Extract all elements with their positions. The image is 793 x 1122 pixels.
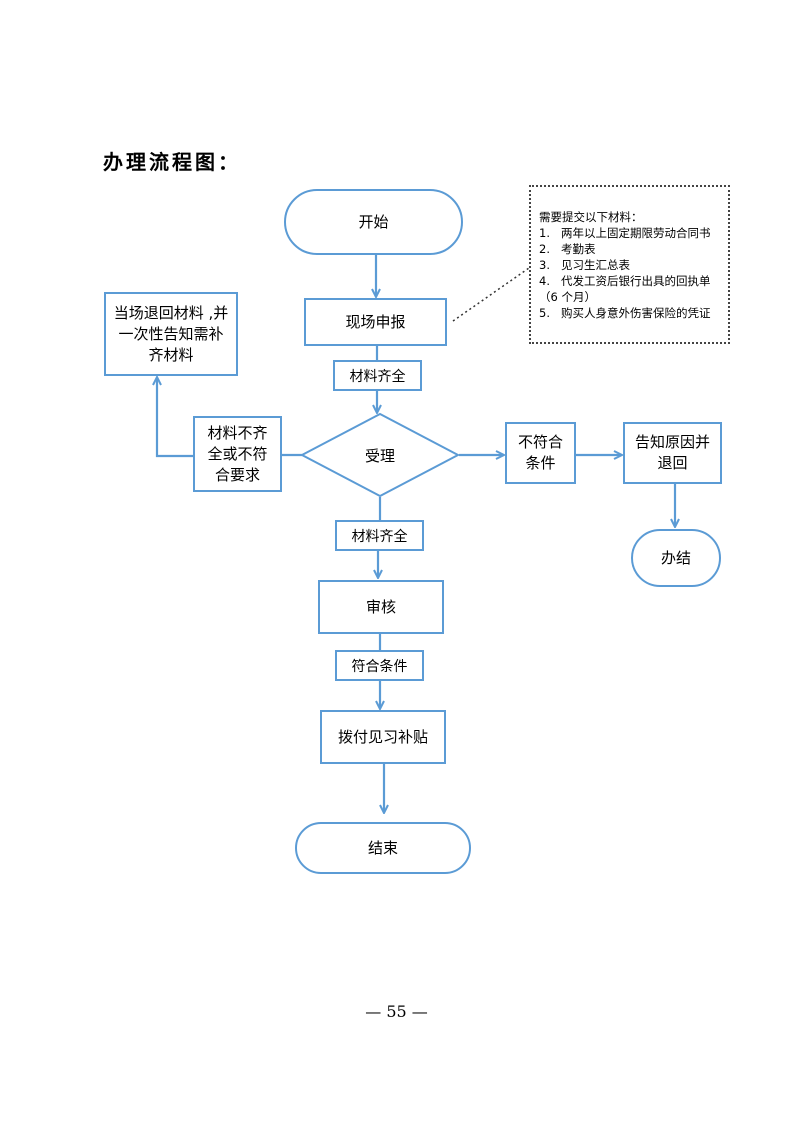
reject-return-box: 当场退回材料 ,并一次性告知需补齐材料 xyxy=(104,292,238,376)
not-eligible-label: 不符合条件 xyxy=(517,433,563,472)
apply-box: 现场申报 xyxy=(304,298,447,346)
not-eligible-box: 不符合条件 xyxy=(505,422,576,484)
materials-item: 5.购买人身意外伤害保险的凭证 xyxy=(539,306,711,320)
review-box: 审核 xyxy=(318,580,444,634)
materials-item: 3.见习生汇总表 xyxy=(539,258,630,272)
note-leader-line xyxy=(452,267,530,322)
start-label: 开始 xyxy=(358,212,389,231)
close-terminal: 办结 xyxy=(631,529,721,587)
review-label: 审核 xyxy=(365,597,396,616)
arrow-incomplete-to-return xyxy=(157,378,193,458)
pay-subsidy-label: 拨付见习补贴 xyxy=(337,727,428,746)
incomplete-label: 材料不齐全或不符合要求 xyxy=(207,423,268,484)
materials-item: （6 个月） xyxy=(539,290,596,304)
page-number: — 55 — xyxy=(365,1002,428,1021)
incomplete-box: 材料不齐全或不符合要求 xyxy=(193,416,282,492)
eligible-label: 符合条件 xyxy=(335,650,424,681)
materials-item: 1.两年以上固定期限劳动合同书 xyxy=(539,226,711,240)
pay-subsidy-box: 拨付见习补贴 xyxy=(320,710,446,764)
reject-return-label: 当场退回材料 ,并一次性告知需补齐材料 xyxy=(113,303,229,364)
notify-return-box: 告知原因并退回 xyxy=(623,422,722,484)
materials-item: 4.代发工资后银行出具的回执单 xyxy=(539,274,711,288)
complete-label-1: 材料齐全 xyxy=(333,360,422,391)
materials-item: 2.考勤表 xyxy=(539,242,596,256)
start-terminal: 开始 xyxy=(284,189,463,255)
notify-return-label: 告知原因并退回 xyxy=(635,433,711,472)
accept-decision-diamond xyxy=(299,412,461,498)
page-heading: 办理流程图： xyxy=(103,150,241,174)
apply-label: 现场申报 xyxy=(345,312,406,331)
close-label: 办结 xyxy=(660,548,691,567)
materials-note: 需要提交以下材料： 1.两年以上固定期限劳动合同书 2.考勤表 3.见习生汇总表… xyxy=(529,185,730,344)
end-label: 结束 xyxy=(367,838,398,857)
accept-label: 受理 xyxy=(364,446,395,465)
end-terminal: 结束 xyxy=(295,822,471,874)
materials-title: 需要提交以下材料： xyxy=(539,210,643,224)
complete-label-2: 材料齐全 xyxy=(335,520,424,551)
